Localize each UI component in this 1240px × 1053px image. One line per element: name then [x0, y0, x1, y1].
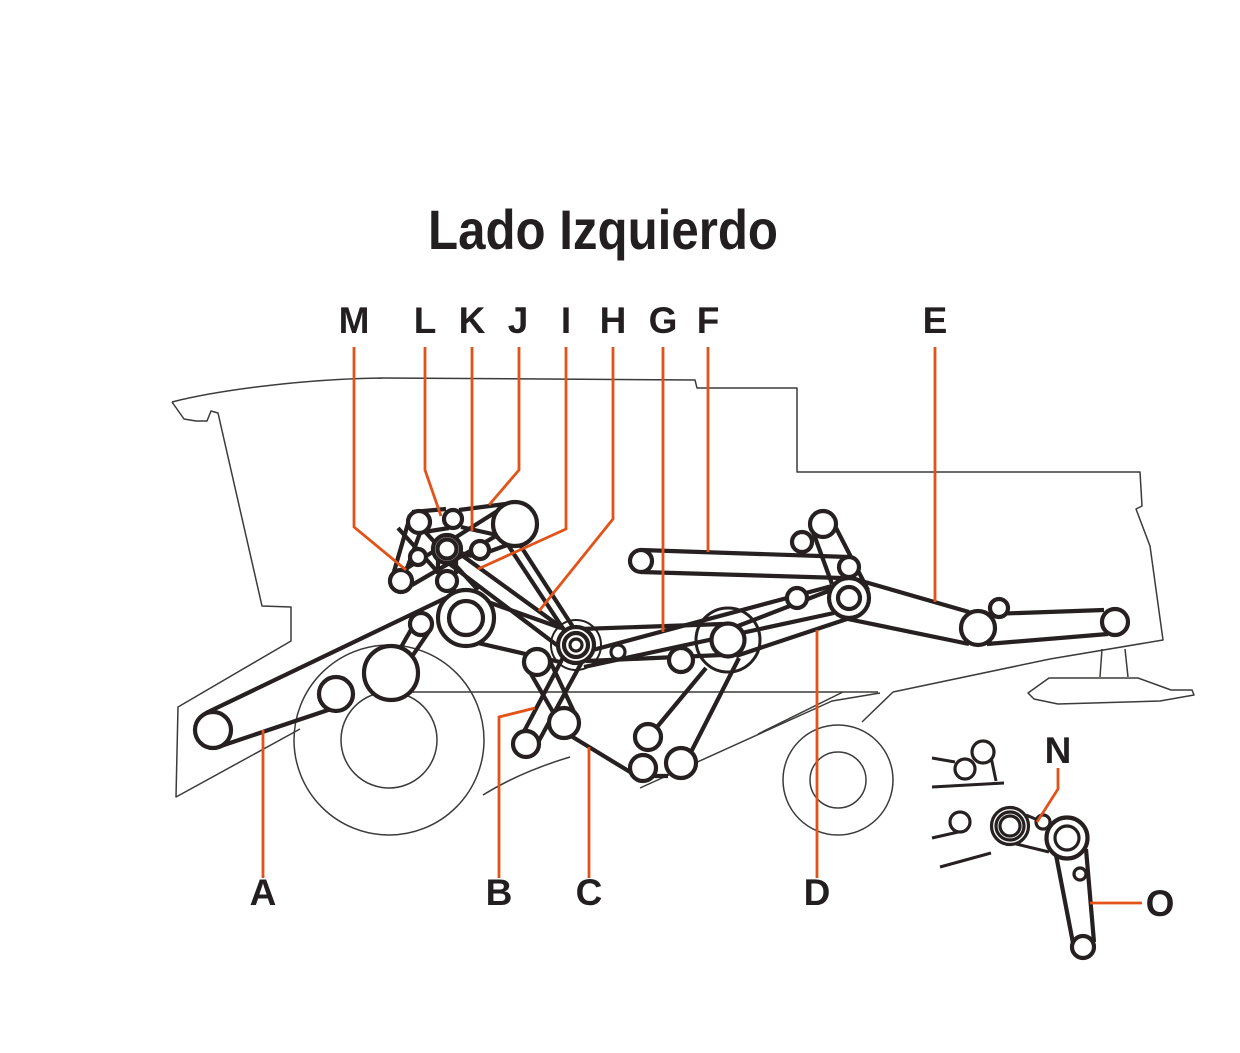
- pulley-lower-center: [434, 568, 460, 594]
- body-top-profile: [171, 377, 1164, 693]
- label-b: B: [486, 872, 513, 913]
- pulley-small-right-of-crank: [609, 643, 627, 661]
- label-h: H: [600, 300, 627, 341]
- pulley-beater: [361, 643, 421, 703]
- labels: Lado Izquierdo M L K J I H G F E A B C D…: [250, 198, 1175, 924]
- page-title: Lado Izquierdo: [428, 198, 778, 261]
- crank-pulley-hub: [568, 637, 584, 653]
- leader-m: [352, 347, 407, 572]
- label-i: I: [561, 300, 571, 341]
- inset-pulley-top: [970, 739, 996, 765]
- pulley-rear-main-inner: [835, 584, 863, 612]
- center-big-pulley-inner: [709, 621, 747, 659]
- rear-stand-leg: [1099, 648, 1129, 678]
- leader-lines: [261, 347, 1142, 905]
- label-e: E: [923, 300, 948, 341]
- label-o: O: [1146, 883, 1175, 924]
- pulley-a-front: [192, 709, 234, 751]
- pulley-center-double-inner: [435, 537, 459, 561]
- leader-h: [537, 347, 615, 612]
- belt-a: [205, 593, 453, 749]
- inset-pulley-top-left: [953, 757, 977, 781]
- belt-e: [842, 577, 1109, 647]
- pulley-e-rear: [1099, 606, 1131, 638]
- label-g: G: [649, 300, 678, 341]
- center-big-pulley-outer-ring: [694, 606, 762, 674]
- inset-pulley-left: [948, 810, 972, 834]
- inset-multiring-inner: [998, 814, 1022, 838]
- inset-arm-bolt: [1072, 866, 1088, 882]
- front-wheel-hub: [340, 691, 438, 789]
- leader-b: [497, 706, 536, 878]
- pulley-m1: [405, 508, 433, 536]
- pulley-rear-left-idler: [784, 585, 810, 611]
- pulley-idler-right: [468, 538, 492, 562]
- belt-f: [640, 547, 850, 581]
- leader-n: [1035, 768, 1060, 823]
- underside-line: [639, 692, 881, 789]
- pulley-e-idler: [987, 596, 1011, 620]
- pulley-rear-top: [807, 508, 839, 540]
- label-j: J: [508, 300, 529, 341]
- label-d: D: [804, 872, 831, 913]
- pulley-left-of-crank: [521, 646, 553, 678]
- label-l: L: [414, 300, 437, 341]
- underside-curve: [482, 756, 571, 796]
- belt-inset-detail: [931, 756, 1097, 944]
- belts: [205, 500, 1109, 944]
- rear-wheel-tire: [782, 724, 894, 836]
- label-c: C: [576, 872, 603, 913]
- pulley-f-left: [627, 547, 655, 575]
- pulley-rear-top-idler: [789, 529, 815, 555]
- pulley-idler-left: [407, 546, 429, 568]
- rear-axle-arm-back: [861, 691, 894, 723]
- label-m: M: [339, 300, 370, 341]
- rear-stand-foot: [1027, 677, 1195, 705]
- inset-o-pulley: [1069, 933, 1097, 961]
- leader-l: [423, 347, 443, 517]
- rear-axle-arm-front: [757, 691, 844, 735]
- pulleys: [192, 499, 1131, 961]
- label-f: F: [697, 300, 720, 341]
- front-feeder-profile: [171, 401, 301, 798]
- pulley-cylinder-inner: [446, 598, 486, 638]
- pulley-e-mid: [958, 608, 998, 648]
- pulley-c1: [546, 705, 582, 741]
- belt-d: [735, 588, 854, 658]
- pulley-m2: [387, 567, 415, 595]
- pulley-f-right: [836, 554, 862, 580]
- pulley-a-idler: [316, 674, 356, 714]
- pulley-idler-cyl: [407, 610, 435, 638]
- pulley-big-right: [490, 499, 540, 549]
- label-a: A: [250, 872, 277, 913]
- machine-body-outline: [171, 377, 1195, 836]
- pulley-b-tensioner: [510, 728, 542, 760]
- pulley-l1: [441, 507, 465, 531]
- inset-arm-pulley-inner: [1053, 824, 1081, 852]
- leader-i: [477, 347, 568, 571]
- pulley-c4: [663, 745, 699, 781]
- leader-j: [487, 347, 521, 506]
- rear-wheel-hub: [809, 751, 867, 809]
- label-k: K: [459, 300, 486, 341]
- pulley-idler-center: [666, 645, 696, 675]
- belt-arm-ih: [445, 549, 571, 665]
- pulley-c2: [632, 721, 664, 753]
- pulley-c3: [627, 752, 659, 784]
- label-n: N: [1045, 730, 1072, 771]
